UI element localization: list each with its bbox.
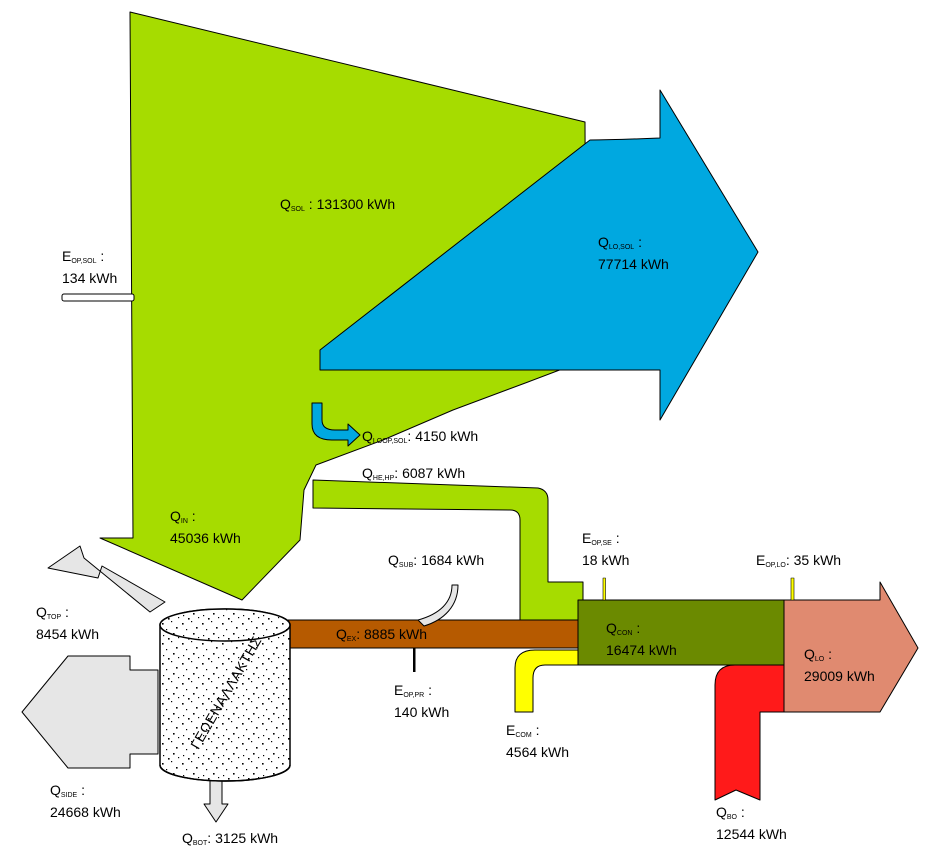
sub-flow: [417, 584, 459, 627]
e-op-lo-label: EOP,LO: 35 kWh: [756, 552, 842, 569]
collector-loss-arrow: [319, 89, 759, 421]
e-com-label: ECOM :4564 kWh: [506, 722, 570, 760]
q-con-label: QCON :16474 kWh: [606, 620, 677, 658]
compressor-input-flow: [514, 649, 584, 713]
q-lo-sol-label: QLO,SOL :77714 kWh: [598, 234, 669, 272]
boiler-input-flow: [714, 664, 785, 801]
ground-heat-exchanger: [159, 608, 291, 782]
q-in-label: QIN :45036 kWh: [170, 508, 241, 546]
q-ex-label: QEX: 8885 kWh: [336, 626, 428, 643]
q-bot-label: QBOT: 3125 kWh: [182, 830, 279, 847]
e-op-pr-label: EOP,PR :140 kWh: [394, 682, 450, 720]
ground-top-loss-arrow: [47, 545, 166, 613]
ground-side-loss-arrow: [21, 655, 159, 769]
ground-bottom-loss-arrow: [203, 779, 229, 823]
q-sol-label: QSOL : 131300 kWh: [280, 196, 396, 213]
e-op-sol-label: EOP,SOL :134 kWh: [62, 248, 118, 286]
exchanger-flow: [287, 619, 584, 649]
q-bo-label: QBO :12544 kWh: [716, 804, 787, 842]
e-op-lo-line: [790, 577, 795, 601]
q-sub-label: QSUB: 1684 kWh: [388, 552, 485, 569]
q-lo-label: QLO :29009 kWh: [804, 646, 875, 684]
q-loop-sol-label: QLOOP,SOL: 4150 kWh: [362, 428, 479, 445]
q-side-label: QSIDE :24668 kWh: [50, 782, 121, 820]
e-op-sol-pipe: [61, 293, 135, 302]
q-he-hp-label: QHE,HP: 6087 kWh: [362, 465, 466, 482]
q-top-label: QTOP :8454 kWh: [36, 604, 100, 642]
e-op-pr-line: [413, 648, 416, 672]
e-op-se-label: EOP,SE :18 kWh: [582, 530, 630, 568]
loop-loss-arrow: [311, 402, 361, 447]
e-op-se-line: [602, 577, 606, 601]
